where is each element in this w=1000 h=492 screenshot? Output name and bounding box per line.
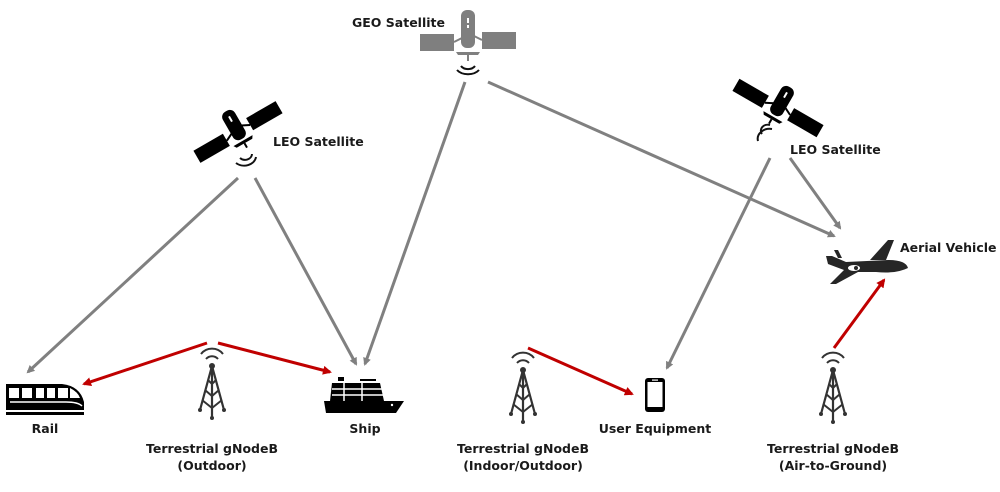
aerial-vehicle-label: Aerial Vehicle xyxy=(900,240,997,255)
link-gnb-outdoor-to-ship xyxy=(217,341,332,375)
airplane-icon[interactable] xyxy=(826,240,908,284)
leo-satellite-left-icon[interactable] xyxy=(184,87,288,171)
link-geo-to-ship xyxy=(363,81,467,366)
leo-left-signal-icon xyxy=(235,153,257,167)
link-gnb-a2g-to-aerial xyxy=(832,278,886,349)
link-leo-right-to-aerial xyxy=(788,157,842,230)
leo-satellite-right-icon[interactable] xyxy=(727,63,831,147)
geo-satellite-icon[interactable] xyxy=(420,10,516,76)
user-equipment-label: User Equipment xyxy=(598,421,712,436)
link-leo-left-to-ship xyxy=(253,177,358,366)
link-leo-left-to-rail xyxy=(26,176,240,374)
link-geo-to-aerial xyxy=(487,80,836,238)
terrestrial-links xyxy=(82,278,886,396)
smartphone-icon[interactable] xyxy=(645,378,665,412)
cell-tower-indoor-outdoor-icon[interactable] xyxy=(507,351,539,426)
link-gnb-indoor-to-ue xyxy=(527,346,634,396)
ship-label: Ship xyxy=(349,421,381,436)
gnb-indoor-outdoor-label-line2: (Indoor/Outdoor) xyxy=(463,458,583,473)
leo-satellite-left-label: LEO Satellite xyxy=(273,134,364,149)
gnb-air-to-ground-label-line2: (Air-to-Ground) xyxy=(778,458,888,473)
gnb-outdoor-label: Terrestrial gNodeB (Outdoor) xyxy=(142,440,282,474)
link-gnb-outdoor-to-rail xyxy=(82,341,208,387)
ship-icon[interactable] xyxy=(324,377,404,413)
geo-satellite-label: GEO Satellite xyxy=(352,15,445,30)
cell-tower-air-to-ground-icon[interactable] xyxy=(817,351,849,426)
rail-label: Rail xyxy=(31,421,59,436)
gnb-outdoor-label-line2: (Outdoor) xyxy=(177,458,247,473)
satellite-links xyxy=(26,80,842,374)
gnb-air-to-ground-label: Terrestrial gNodeB (Air-to-Ground) xyxy=(763,440,903,474)
gnb-indoor-outdoor-label: Terrestrial gNodeB (Indoor/Outdoor) xyxy=(453,440,593,474)
train-icon[interactable] xyxy=(6,384,84,415)
cell-tower-outdoor-icon[interactable] xyxy=(196,347,228,422)
gnb-air-to-ground-label-line1: Terrestrial gNodeB xyxy=(766,441,900,456)
leo-right-signal-icon xyxy=(756,123,773,142)
link-leo-right-to-ue xyxy=(665,157,772,370)
gnb-outdoor-label-line1: Terrestrial gNodeB xyxy=(145,441,279,456)
gnb-indoor-outdoor-label-line1: Terrestrial gNodeB xyxy=(456,441,590,456)
leo-satellite-right-label: LEO Satellite xyxy=(790,142,881,157)
